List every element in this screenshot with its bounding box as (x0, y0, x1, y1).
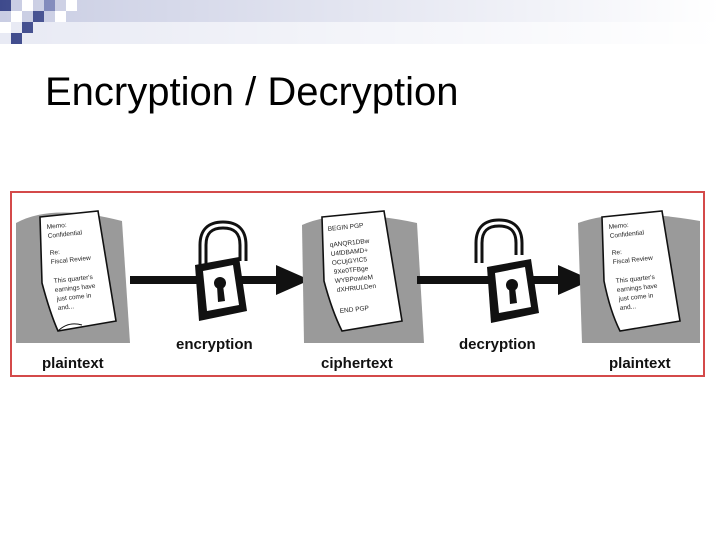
label-ciphertext: ciphertext (321, 355, 393, 372)
doc-line: Fiscal Review (50, 255, 91, 266)
closed-lock-icon (195, 220, 248, 321)
doc-line: just come in (617, 292, 654, 303)
doc-line: WYBPowIeM (334, 274, 373, 285)
label-plaintext-left: plaintext (42, 355, 104, 372)
encryption-diagram: Memo: Confidential Re: Fiscal Review Thi… (10, 191, 705, 377)
decorative-checker-band (0, 0, 720, 44)
doc-line: U4fDBAMD+ (330, 247, 368, 258)
doc-line: Confidential (47, 229, 82, 240)
doc-line: Fiscal Review (612, 255, 653, 266)
open-lock-icon (474, 218, 539, 323)
diagram-drawing: Memo: Confidential Re: Fiscal Review Thi… (16, 210, 700, 343)
label-encryption: encryption (176, 336, 253, 353)
plaintext-document-right-icon: Memo: Confidential Re: Fiscal Review Thi… (578, 210, 700, 343)
doc-line: Confidential (609, 229, 644, 240)
doc-line: and... (57, 303, 74, 312)
doc-line: and... (619, 303, 636, 312)
doc-line: This quarter's (53, 274, 93, 285)
doc-line: earnings have (616, 283, 658, 294)
doc-line: Re: (611, 249, 622, 257)
label-plaintext-right: plaintext (609, 355, 671, 372)
doc-line: Memo: (46, 222, 67, 231)
ciphertext-document-icon: BEGIN PGP qANQR1DBw U4fDBAMD+ OCUjGYIC5 … (302, 210, 424, 343)
doc-line: BEGIN PGP (327, 222, 363, 233)
doc-line: OCUjGYIC5 (331, 256, 367, 267)
doc-line: Re: (49, 249, 60, 257)
plaintext-document-left-icon: Memo: Confidential Re: Fiscal Review Thi… (16, 210, 130, 343)
doc-line: END PGP (339, 305, 369, 315)
doc-line: earnings have (54, 283, 96, 294)
doc-line: 9Xe0TFBge (333, 265, 369, 276)
doc-line: This quarter's (615, 274, 655, 285)
slide-title: Encryption / Decryption (45, 70, 459, 114)
doc-line: dXHRtULDen (336, 283, 376, 294)
label-decryption: decryption (459, 336, 536, 353)
doc-line: qANQR1DBw (329, 238, 370, 249)
doc-line: Memo: (608, 222, 629, 231)
doc-line: just come in (55, 292, 92, 303)
